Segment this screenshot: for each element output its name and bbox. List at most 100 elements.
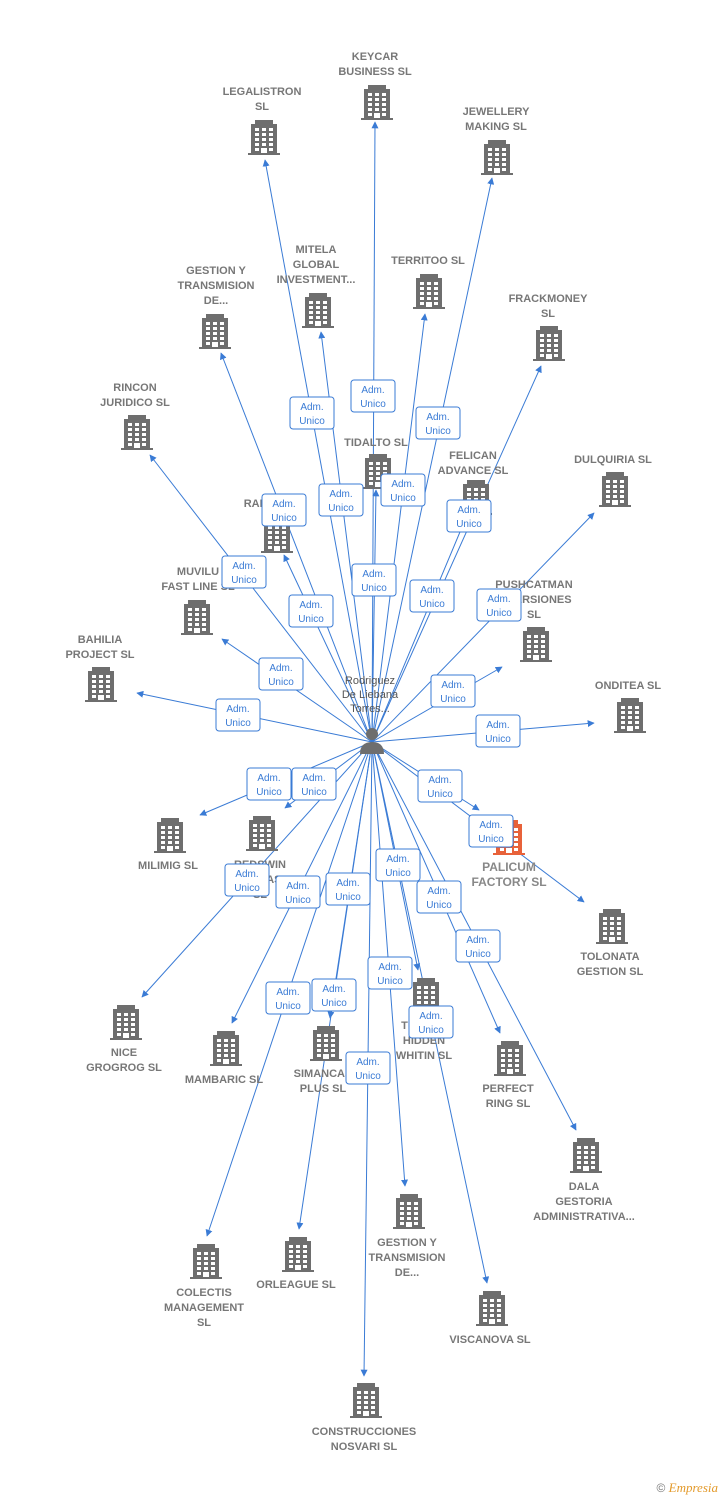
building-icon <box>110 1005 142 1040</box>
edge-role-tag[interactable]: Adm.Unico <box>468 814 514 848</box>
building-icon <box>481 140 513 175</box>
company-label-line: FACTORY SL <box>471 875 546 889</box>
edge-role-tag[interactable]: Adm.Unico <box>375 848 421 882</box>
copyright-icon: © <box>656 1481 666 1495</box>
edge-role-tag[interactable]: Adm.Unico <box>430 674 476 708</box>
company-label-line: MAMBARIC SL <box>185 1074 263 1086</box>
edge-role-tag[interactable]: Adm.Unico <box>258 657 304 691</box>
edge-role-label: Adm. <box>420 585 443 596</box>
brand-logo[interactable]: Empresia <box>668 1480 718 1495</box>
edge-role-label: Adm. <box>426 412 449 423</box>
building-icon <box>596 909 628 944</box>
company-label-line: COLECTIS <box>176 1287 232 1299</box>
edge-role-tag[interactable]: Adm.Unico <box>455 929 501 963</box>
company-node-mambaric[interactable]: MAMBARIC SL <box>185 1031 263 1086</box>
edge-role-tag[interactable]: Adm. Unico <box>325 872 371 906</box>
edge-role-label: Unico <box>335 892 361 903</box>
building-icon <box>494 1041 526 1076</box>
edge-role-label: Adm. <box>487 594 510 605</box>
edge-role-tag[interactable]: Adm.Unico <box>446 499 492 533</box>
edge-role-label: Unico <box>355 1071 381 1082</box>
edge-role-tag[interactable]: Adm.Unico <box>224 863 270 897</box>
edge-role-label: Unico <box>426 900 452 911</box>
building-icon <box>520 627 552 662</box>
edge-role-label: Unico <box>225 718 251 729</box>
edge-role-tag[interactable]: Adm.Unico <box>380 473 426 507</box>
edge-role-tag[interactable]: Adm.Unico <box>265 981 311 1015</box>
building-icon <box>248 120 280 155</box>
edge-role-label: Adm. <box>356 1057 379 1068</box>
person-label-line: Torres... <box>350 703 390 715</box>
company-label-line: GLOBAL <box>293 259 340 271</box>
building-icon <box>85 667 117 702</box>
company-node-territoo[interactable]: TERRITOO SL <box>391 255 465 309</box>
company-node-milimig[interactable]: MILIMIG SL <box>138 818 198 872</box>
edge-role-label: Unico <box>486 608 512 619</box>
edge-role-label: Adm. <box>336 878 359 889</box>
edge-role-tag[interactable]: Adm.Unico <box>291 767 337 801</box>
edge-role-tag[interactable]: Adm.Unico <box>311 978 357 1012</box>
company-label-line: SL <box>197 1317 211 1329</box>
edge-role-label: Unico <box>285 895 311 906</box>
edge-role-tag[interactable]: Adm.Unico <box>215 698 261 732</box>
edge-role-tag[interactable]: Adm.Unico <box>288 594 334 628</box>
edge-role-label: Unico <box>328 503 354 514</box>
edge-gestion1 <box>220 352 373 743</box>
building-icon <box>282 1237 314 1272</box>
company-label-line: DULQUIRIA SL <box>574 454 652 466</box>
edge-role-tag[interactable]: Adm.Unico <box>246 767 292 801</box>
edge-role-tag[interactable]: Adm.Unico <box>289 396 335 430</box>
building-icon <box>154 818 186 853</box>
edge-role-tag[interactable]: Adm.Unico <box>350 379 396 413</box>
building-icon <box>599 472 631 507</box>
edge-role-tag[interactable]: Adm.Unico <box>367 956 413 990</box>
edge-role-tag[interactable]: Adm.Unico <box>261 493 307 527</box>
edge-role-tag[interactable]: Adm.Unico <box>415 406 461 440</box>
company-node-dulquiria[interactable]: DULQUIRIA SL <box>574 454 652 507</box>
edge-role-tag[interactable]: Adm.Unico <box>221 555 267 589</box>
edge-role-tag[interactable]: Adm.Unico <box>318 483 364 517</box>
edge-role-tag[interactable]: Adm. Unico <box>476 588 522 622</box>
edge-role-tag[interactable]: Adm. Unico <box>345 1051 391 1085</box>
building-icon <box>199 314 231 349</box>
edge-role-label: Adm. <box>441 680 464 691</box>
edge-role-tag[interactable]: Adm.Unico <box>351 563 397 597</box>
company-label-line: RINCON <box>113 382 156 394</box>
company-label-line: MUVILU <box>177 566 219 578</box>
edge-role-tag[interactable]: Adm.Unico <box>475 714 521 748</box>
edge-role-tag[interactable]: Adm. Unico <box>275 875 321 909</box>
company-node-orleague[interactable]: ORLEAGUE SL <box>256 1237 336 1291</box>
edge-role-tag[interactable]: Adm.Unico <box>409 579 455 613</box>
building-icon <box>190 1244 222 1279</box>
edge-role-tag[interactable]: Adm.Unico <box>417 769 463 803</box>
company-node-onditea[interactable]: ONDITEA SL <box>595 680 661 733</box>
edge-role-label: Adm. <box>269 663 292 674</box>
edge-role-label: Adm. <box>286 881 309 892</box>
edge-role-tag[interactable]: Adm.Unico <box>408 1005 454 1039</box>
company-node-viscanova[interactable]: VISCANOVA SL <box>449 1291 531 1346</box>
company-label-line: PUSHCATMAN <box>495 579 572 591</box>
edge-role-tag[interactable]: Adm.Unico <box>416 880 462 914</box>
